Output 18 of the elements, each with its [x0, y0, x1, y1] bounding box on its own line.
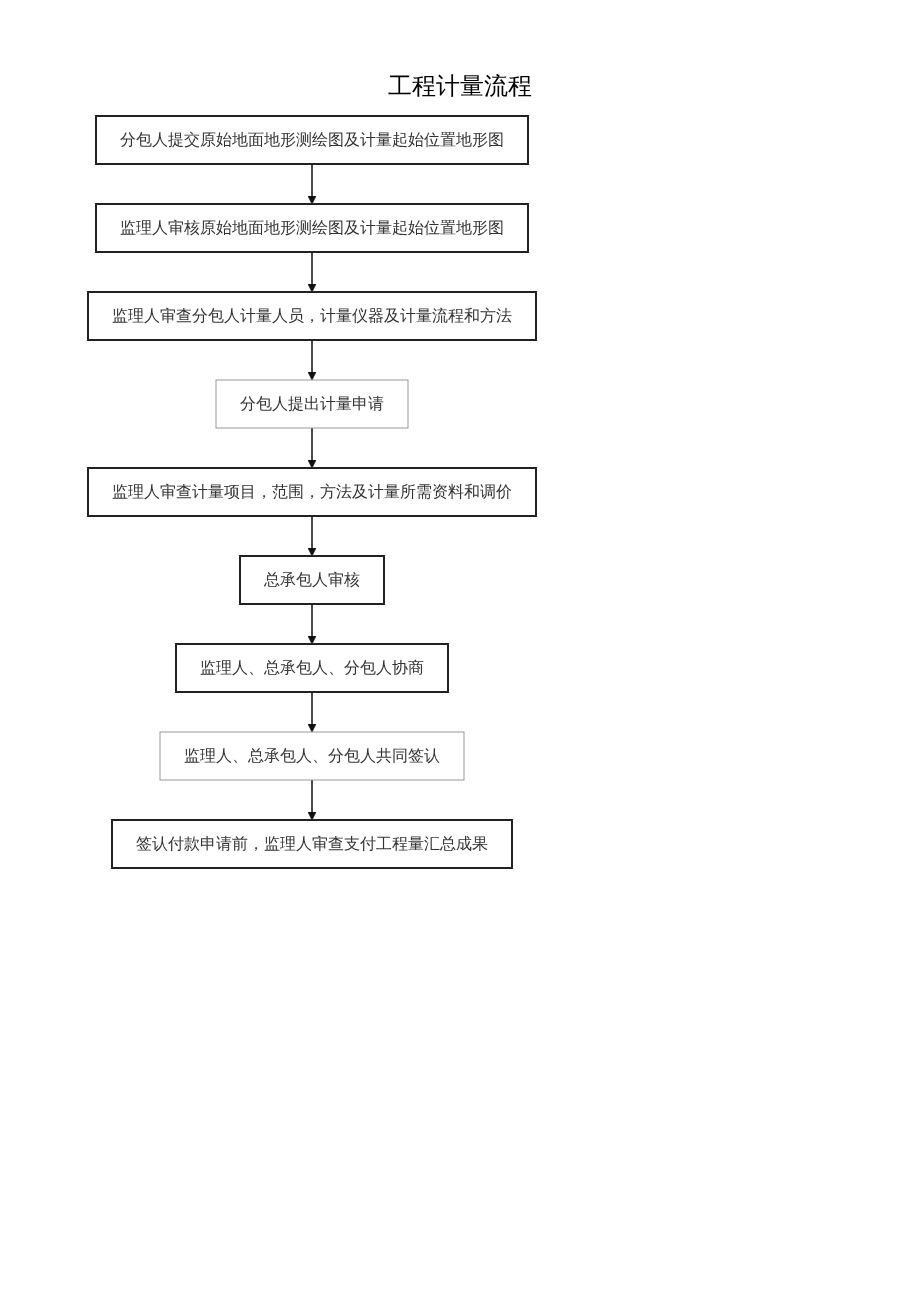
node-box: 监理人、总承包人、分包人共同签认	[159, 731, 465, 781]
arrow	[307, 691, 317, 733]
node-box: 监理人审核原始地面地形测绘图及计量起始位置地形图	[95, 203, 529, 253]
arrow	[307, 779, 317, 821]
arrow	[307, 339, 317, 381]
node-box: 监理人审查计量项目，范围，方法及计量所需资料和调价	[87, 467, 537, 517]
node-box: 分包人提出计量申请	[215, 379, 409, 429]
arrow	[307, 163, 317, 205]
diagram-title: 工程计量流程	[387, 71, 533, 102]
node-box: 监理人审查分包人计量人员，计量仪器及计量流程和方法	[87, 291, 537, 341]
node-box: 总承包人审核	[239, 555, 385, 605]
node-box: 签认付款申请前，监理人审查支付工程量汇总成果	[111, 819, 513, 869]
node-box: 分包人提交原始地面地形测绘图及计量起始位置地形图	[95, 115, 529, 165]
arrow	[307, 515, 317, 557]
arrow	[307, 603, 317, 645]
node-box: 监理人、总承包人、分包人协商	[175, 643, 449, 693]
arrow	[307, 251, 317, 293]
arrow	[307, 427, 317, 469]
